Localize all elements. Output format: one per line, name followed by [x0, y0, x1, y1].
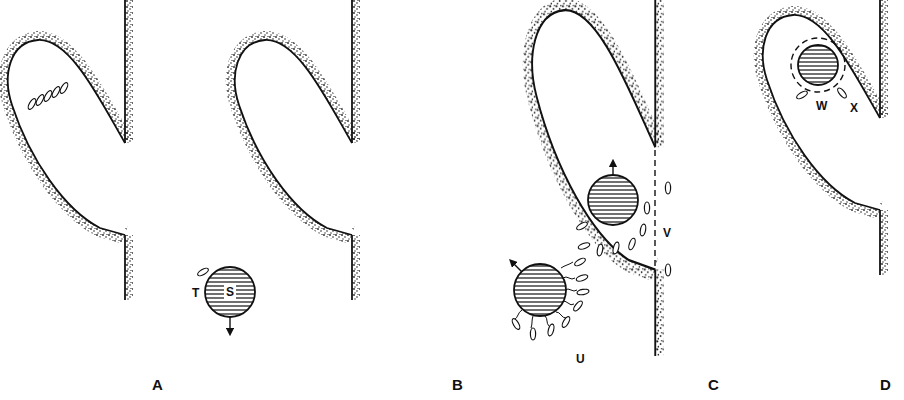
panel-c — [532, 0, 670, 356]
panel-letter: D — [878, 376, 893, 393]
panel-letter: B — [450, 376, 465, 393]
part-label: V — [661, 226, 673, 240]
part-label: U — [574, 352, 587, 366]
part-label: S — [224, 285, 236, 299]
panel-d — [763, 0, 888, 275]
part-label: T — [190, 286, 201, 300]
part-label: X — [848, 101, 860, 115]
part-label: W — [814, 99, 829, 113]
panel-letter: A — [150, 376, 165, 393]
panel-letter: C — [706, 376, 721, 393]
panel-a — [8, 0, 255, 332]
